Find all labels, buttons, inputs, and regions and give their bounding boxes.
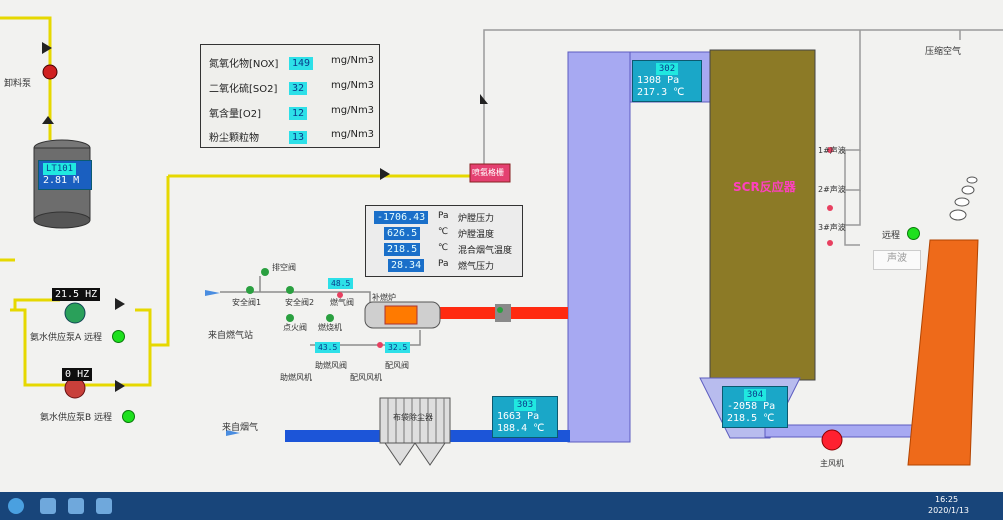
so2-unit: mg/Nm3 (331, 80, 375, 91)
top-pressure-unit: Pa (667, 75, 680, 86)
gas-valve-label: 燃气阀 (330, 298, 354, 307)
furnace-pressure-unit: Pa (438, 211, 449, 221)
emissions-panel: 氮氧化物[NOX] 149 mg/Nm3 二氧化硫[SO2] 32 mg/Nm3… (200, 44, 380, 148)
supplement-furnace-label: 补燃炉 (372, 293, 396, 302)
mid-temp-unit: ℃ (533, 423, 545, 434)
taskbar-date: 2020/1/13 (928, 506, 970, 515)
scr-reactor-label: SCR反应器 (733, 180, 796, 194)
bottom-temp-unit: ℃ (763, 413, 775, 424)
pump-a-remote-indicator (112, 330, 125, 343)
horn-2-label: 2#声波 (818, 185, 846, 194)
ignition-valve-label: 点火阀 (283, 323, 307, 332)
alarm-button[interactable]: 声波 (873, 250, 921, 270)
pump-b-frequency: 0 HZ (62, 368, 93, 381)
pump-a-frequency: 21.5 HZ (52, 288, 101, 301)
o2-value: 12 (289, 107, 308, 120)
furnace-pressure-value: -1706.43 (374, 211, 429, 224)
emission-label: 氧含量[O2] (209, 109, 262, 120)
aux-fan-value: 43.5 (315, 342, 341, 353)
top-pressure-value: 1308 (637, 75, 662, 86)
top-temp-value: 217.3 (637, 87, 668, 98)
pump-b-unit: HZ (77, 369, 90, 380)
gas-pressure-label: 燃气压力 (458, 262, 495, 272)
mid-readout: 303 1663 Pa 188.4 ℃ (492, 396, 558, 438)
nox-unit: mg/Nm3 (331, 55, 375, 66)
taskbar: 16:25 2020/1/13 (0, 492, 1003, 520)
bottom-readout-tag: 304 (743, 389, 767, 401)
app-icon[interactable] (96, 498, 112, 514)
bottom-pressure-value: -2058 (727, 401, 758, 412)
pump-b-value: 0 (65, 369, 72, 380)
furnace-temp-label: 炉膛温度 (458, 230, 495, 240)
gas-pressure-unit: Pa (438, 259, 449, 269)
safety-valve-2-label: 安全阀2 (285, 298, 315, 307)
mid-pressure-value: 1663 (497, 411, 522, 422)
burner-label: 燃烧机 (318, 323, 342, 332)
furnace-pressure-label: 炉膛压力 (458, 214, 495, 224)
top-readout: 302 1308 Pa 217.3 ℃ (632, 60, 702, 102)
dust-collector-label: 布袋除尘器 (393, 413, 433, 422)
tank-level-readout: LT101 2.81 M (38, 160, 92, 190)
mix-damper-label: 配风阀 (385, 361, 409, 370)
remote-label: 远程 (882, 231, 901, 241)
mix-fan-value: 32.5 (385, 342, 411, 353)
tank-tag: LT101 (43, 163, 77, 175)
start-button[interactable] (8, 498, 24, 514)
browser-icon[interactable] (68, 498, 84, 514)
main-fan-label: 主风机 (820, 459, 844, 468)
mix-fan-label: 配风风机 (350, 373, 382, 382)
from-flue-gas-label: 来自烟气 (222, 423, 259, 433)
safety-valve-1-label: 安全阀1 (232, 298, 262, 307)
taskbar-time: 16:25 (935, 495, 959, 504)
furnace-temp-unit: ℃ (438, 227, 449, 237)
gas-pressure-value: 28.34 (388, 259, 425, 272)
nox-value: 149 (289, 57, 314, 70)
remote-status-indicator (907, 227, 920, 240)
pump-a-unit: HZ (85, 289, 98, 300)
pump-b-remote-indicator (122, 410, 135, 423)
pump-a-value: 21.5 (55, 289, 80, 300)
bottom-pressure-unit: Pa (763, 401, 776, 412)
mid-temp-value: 188.4 (497, 423, 528, 434)
compressed-air-label: 压缩空气 (925, 47, 962, 57)
top-temp-unit: ℃ (673, 87, 685, 98)
dust-unit: mg/Nm3 (331, 129, 375, 140)
horn-3-label: 3#声波 (818, 223, 846, 232)
o2-unit: mg/Nm3 (331, 105, 375, 116)
emission-row-nox: 氮氧化物[NOX] (209, 55, 278, 70)
top-readout-tag: 302 (655, 63, 679, 75)
tank-level-unit: M (73, 175, 80, 186)
mix-temp-value: 218.5 (384, 243, 421, 256)
emission-row-o2: 氧含量[O2] (209, 105, 261, 120)
mid-pressure-unit: Pa (527, 411, 540, 422)
mix-temp-label: 混合烟气温度 (458, 246, 513, 256)
furnace-panel: -1706.43 Pa 炉膛压力 626.5 ℃ 炉膛温度 218.5 ℃ 混合… (365, 205, 523, 277)
emission-row-dust: 粉尘颗粒物 (209, 129, 259, 144)
pump-a-label: 氨水供应泵A 远程 (30, 333, 103, 343)
from-gas-station-label: 来自燃气站 (208, 331, 254, 341)
so2-value: 32 (289, 82, 308, 95)
horn-1-label: 1#声波 (818, 146, 846, 155)
mix-temp-unit: ℃ (438, 243, 449, 253)
emission-row-so2: 二氧化硫[SO2] (209, 80, 277, 95)
pump-b-label: 氨水供应泵B 远程 (40, 413, 113, 423)
aux-damper-label: 助燃风阀 (315, 361, 347, 370)
furnace-temp-value: 626.5 (384, 227, 421, 240)
emission-label: 二氧化硫[SO2] (209, 84, 278, 95)
gas-valve-value: 48.5 (328, 278, 354, 289)
emission-label: 粉尘颗粒物 (209, 133, 259, 144)
bottom-readout: 304 -2058 Pa 218.5 ℃ (722, 386, 788, 428)
aux-fan-label: 助燃风机 (280, 373, 312, 382)
explorer-icon[interactable] (40, 498, 56, 514)
tank-level-value: 2.81 (43, 175, 68, 186)
mid-readout-tag: 303 (513, 399, 537, 411)
unload-pump-label: 卸料泵 (4, 79, 32, 89)
emission-label: 氮氧化物[NOX] (209, 59, 279, 70)
bottom-temp-value: 218.5 (727, 413, 758, 424)
spray-grid-label: 喷氨格栅 (472, 168, 504, 177)
vent-valve-label: 排空阀 (272, 263, 296, 272)
dust-value: 13 (289, 131, 308, 144)
